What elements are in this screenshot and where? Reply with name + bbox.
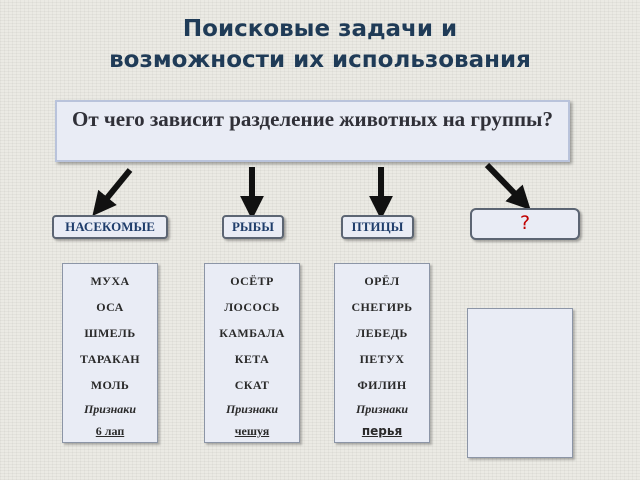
list-item: ОСЁТР <box>230 274 274 288</box>
group-label-fish: РЫБЫ <box>222 215 284 239</box>
list-item: ОРЁЛ <box>364 274 400 288</box>
slide-title-line-1: Поисковые задачи и <box>182 16 458 42</box>
feature-value: чешуя <box>234 424 270 438</box>
list-birds: ОРЁЛ СНЕГИРЬ ЛЕБЕДЬ ПЕТУХ ФИЛИН Признаки… <box>334 263 430 443</box>
list-fish: ОСЁТР ЛОСОСЬ КАМБАЛА КЕТА СКАТ Признаки … <box>204 263 300 443</box>
arrow-to-unknown <box>484 162 531 211</box>
slide-title-line-2: возможности их использования <box>109 47 531 73</box>
list-item: ЛЕБЕДЬ <box>356 326 408 340</box>
list-item: ШМЕЛЬ <box>84 326 136 340</box>
list-item: СНЕГИРЬ <box>351 300 413 314</box>
list-insects: МУХА ОСА ШМЕЛЬ ТАРАКАН МОЛЬ Признаки 6 л… <box>62 263 158 443</box>
group-label-unknown: ? <box>470 208 580 240</box>
list-item: ПЕТУХ <box>359 352 405 366</box>
list-item: ТАРАКАН <box>79 352 141 366</box>
list-item: ОСА <box>96 300 124 314</box>
list-item: ФИЛИН <box>357 378 407 392</box>
group-label-birds: ПТИЦЫ <box>341 215 414 239</box>
slide-title: Поисковые задачи и возможности их исполь… <box>0 14 640 76</box>
list-item: МОЛЬ <box>90 378 130 392</box>
group-label-insects: НАСЕКОМЫЕ <box>52 215 168 239</box>
list-item: МУХА <box>90 274 130 288</box>
empty-list-unknown <box>467 308 573 458</box>
list-item: КЕТА <box>234 352 270 366</box>
list-item: ЛОСОСЬ <box>224 300 280 314</box>
signs-label: Признаки <box>225 402 279 416</box>
feature-value: перья <box>361 424 403 438</box>
question-box: От чего зависит разделение животных на г… <box>55 100 570 162</box>
list-item: СКАТ <box>234 378 270 392</box>
feature-value: 6 лап <box>95 424 125 438</box>
arrow-to-insects <box>92 168 133 217</box>
signs-label: Признаки <box>355 402 409 416</box>
list-item: КАМБАЛА <box>219 326 285 340</box>
signs-label: Признаки <box>83 402 137 416</box>
